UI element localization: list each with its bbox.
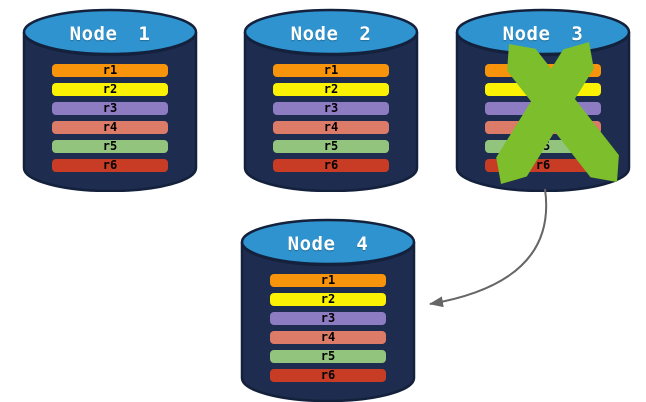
row-list: r1 r2 r3 r4 r5 r6 bbox=[485, 64, 601, 178]
node-label: Node 3 bbox=[502, 23, 584, 45]
node-1: Node 1 r1 r2 r3 r4 r5 r6 bbox=[22, 8, 198, 192]
node-3: Node 3 r1 r2 r3 r4 r5 r6 bbox=[455, 8, 631, 192]
row-r3: r3 bbox=[52, 102, 168, 115]
row-r4: r4 bbox=[270, 331, 386, 344]
row-r3: r3 bbox=[273, 102, 389, 115]
row-r5: r5 bbox=[273, 140, 389, 153]
row-r1: r1 bbox=[273, 64, 389, 77]
row-list: r1 r2 r3 r4 r5 r6 bbox=[52, 64, 168, 178]
row-r5: r5 bbox=[485, 140, 601, 153]
node-label: Node 2 bbox=[290, 23, 372, 45]
row-r6: r6 bbox=[270, 369, 386, 382]
row-r5: r5 bbox=[52, 140, 168, 153]
row-r4: r4 bbox=[273, 121, 389, 134]
cylinder-top-face bbox=[22, 8, 198, 56]
cylinder-top-face bbox=[240, 218, 416, 266]
cylinder-top-face bbox=[243, 8, 419, 56]
node-4: Node 4 r1 r2 r3 r4 r5 r6 bbox=[240, 218, 416, 402]
row-r1: r1 bbox=[270, 274, 386, 287]
node-label: Node 1 bbox=[69, 23, 151, 45]
row-r2: r2 bbox=[52, 83, 168, 96]
node-label: Node 4 bbox=[287, 233, 369, 255]
row-r6: r6 bbox=[485, 159, 601, 172]
row-r2: r2 bbox=[485, 83, 601, 96]
row-r5: r5 bbox=[270, 350, 386, 363]
row-list: r1 r2 r3 r4 r5 r6 bbox=[270, 274, 386, 388]
row-r6: r6 bbox=[273, 159, 389, 172]
row-list: r1 r2 r3 r4 r5 r6 bbox=[273, 64, 389, 178]
row-r4: r4 bbox=[52, 121, 168, 134]
row-r4: r4 bbox=[485, 121, 601, 134]
row-r3: r3 bbox=[485, 102, 601, 115]
row-r1: r1 bbox=[52, 64, 168, 77]
row-r6: r6 bbox=[52, 159, 168, 172]
row-r3: r3 bbox=[270, 312, 386, 325]
row-r1: r1 bbox=[485, 64, 601, 77]
node-2: Node 2 r1 r2 r3 r4 r5 r6 bbox=[243, 8, 419, 192]
row-r2: r2 bbox=[273, 83, 389, 96]
row-r2: r2 bbox=[270, 293, 386, 306]
